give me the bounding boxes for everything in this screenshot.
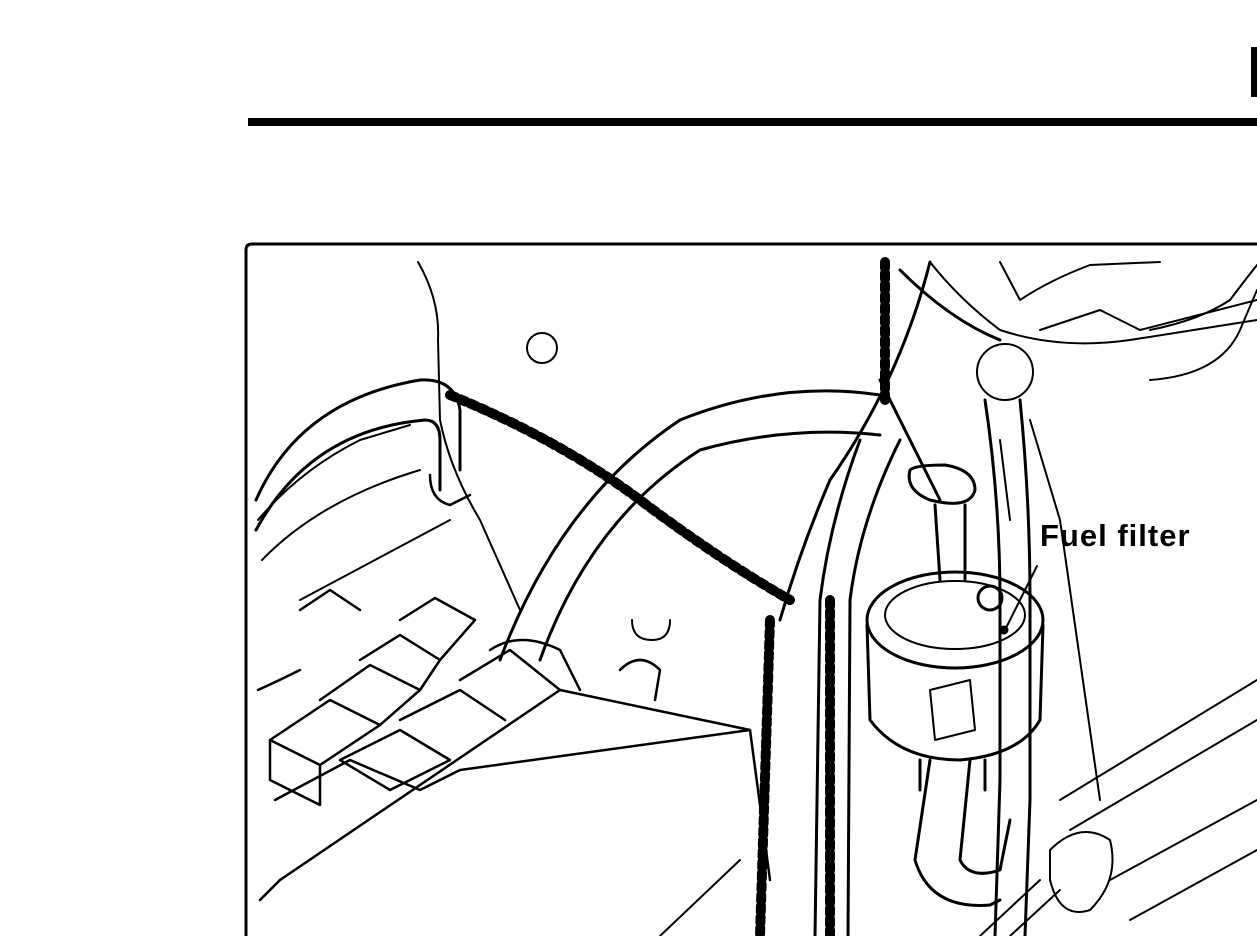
fuel-filter-label: Fuel filter	[1040, 518, 1191, 553]
header-rule	[248, 118, 1257, 126]
page-tab-marker	[1251, 47, 1257, 97]
corrugated-wire-harness	[445, 257, 890, 936]
fuel-filter-drawing	[865, 463, 1045, 792]
figure-frame	[244, 242, 1257, 936]
leader-line	[1004, 565, 1038, 631]
background-body-panels	[257, 261, 1257, 936]
relay-box-drawing	[256, 473, 772, 902]
fuel-hoses	[254, 260, 1032, 936]
